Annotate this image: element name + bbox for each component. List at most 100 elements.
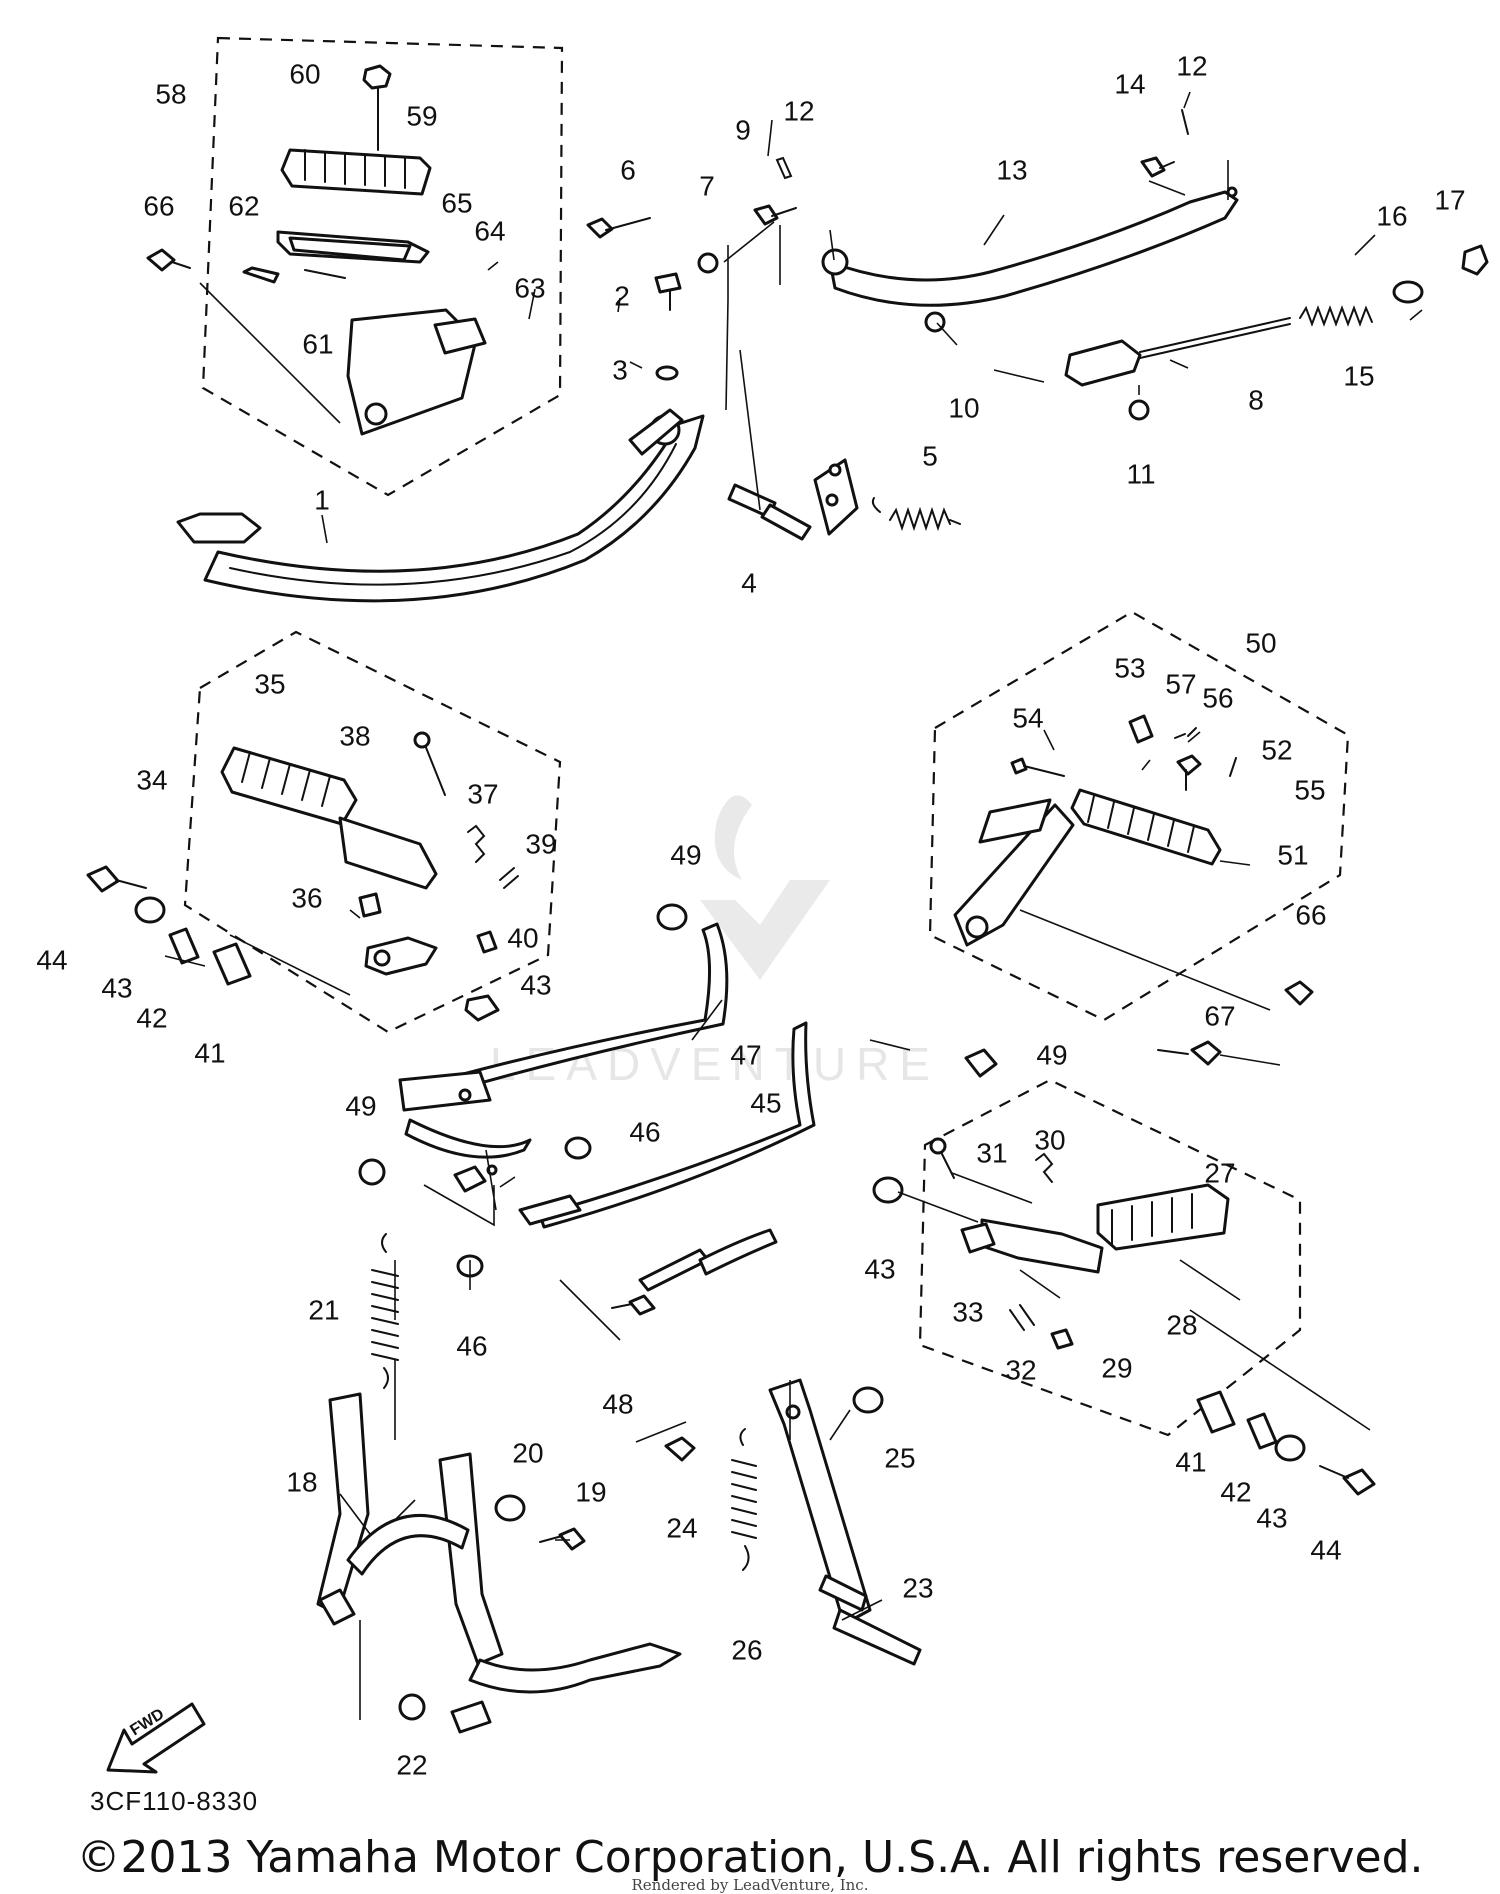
brake-pedal	[176, 408, 705, 603]
brake-shaft	[727, 458, 859, 541]
callouts: 1 2 3 4 5 6 7 8 9 10 11 12 12 13 14 15 1…	[36, 50, 1465, 1780]
callout-47: 47	[730, 1039, 761, 1070]
callout-64: 64	[474, 215, 505, 246]
callout-66a: 66	[143, 190, 174, 221]
callout-57: 57	[1165, 668, 1196, 699]
callout-43b: 43	[520, 969, 551, 1000]
callout-32: 32	[1005, 1354, 1036, 1385]
callout-42b: 42	[1220, 1476, 1251, 1507]
callout-15: 15	[1343, 360, 1374, 391]
fwd-arrow-icon: FWD	[106, 1702, 206, 1774]
callout-46b: 46	[456, 1330, 487, 1361]
callout-16: 16	[1376, 200, 1407, 231]
assembly-27-outline	[918, 1078, 1302, 1437]
callout-66b: 66	[1295, 899, 1326, 930]
callout-29: 29	[1101, 1352, 1132, 1383]
callout-27: 27	[1204, 1157, 1235, 1188]
step-frame-47	[398, 922, 729, 1159]
callout-20: 20	[512, 1437, 543, 1468]
frame-hardware	[358, 903, 998, 1316]
step-frame-45	[453, 1021, 816, 1292]
callout-14: 14	[1114, 68, 1145, 99]
callout-7: 7	[699, 170, 715, 201]
callout-65: 65	[441, 187, 472, 218]
callout-45: 45	[750, 1087, 781, 1118]
callout-55: 55	[1294, 774, 1325, 805]
callout-62: 62	[228, 190, 259, 221]
callout-25: 25	[884, 1442, 915, 1473]
callout-60: 60	[289, 58, 320, 89]
callout-23: 23	[902, 1572, 933, 1603]
callout-49b: 49	[1036, 1039, 1067, 1070]
callout-43c: 43	[864, 1253, 895, 1284]
diagram-code: 3CF110-8330	[90, 1786, 259, 1816]
callout-46a: 46	[629, 1116, 660, 1147]
brake-rod-8-and-spring-15	[1064, 305, 1373, 387]
callout-10: 10	[948, 392, 979, 423]
rendered-by-notice: Rendered by LeadVenture, Inc.	[631, 1876, 869, 1894]
callout-34: 34	[136, 764, 167, 795]
callout-31: 31	[976, 1137, 1007, 1168]
copyright-notice: ©2013 Yamaha Motor Corporation, U.S.A. A…	[76, 1832, 1424, 1883]
callout-67: 67	[1204, 1000, 1235, 1031]
callout-12b: 12	[1176, 50, 1207, 81]
callout-58: 58	[155, 78, 186, 109]
callout-13: 13	[996, 154, 1027, 185]
callout-3: 3	[612, 354, 628, 385]
watermark-logo	[700, 795, 830, 980]
callout-53: 53	[1114, 652, 1145, 683]
callout-2: 2	[614, 280, 630, 311]
callout-33: 33	[952, 1296, 983, 1327]
callout-50: 50	[1245, 627, 1276, 658]
callout-39: 39	[525, 828, 556, 859]
callout-63: 63	[514, 272, 545, 303]
side-stand-23	[768, 1378, 922, 1666]
callout-35: 35	[254, 668, 285, 699]
lower-hardware	[494, 1386, 884, 1551]
callout-49c: 49	[345, 1090, 376, 1121]
callout-1: 1	[314, 484, 330, 515]
callout-38: 38	[339, 720, 370, 751]
callout-41a: 41	[194, 1037, 225, 1068]
callout-42a: 42	[136, 1002, 167, 1033]
callout-52: 52	[1261, 734, 1292, 765]
callout-4: 4	[741, 567, 757, 598]
footrest-58	[146, 64, 487, 436]
callout-36: 36	[291, 882, 322, 913]
callout-43d: 43	[1256, 1502, 1287, 1533]
side-stand-spring-26	[731, 1428, 757, 1571]
callout-37: 37	[467, 778, 498, 809]
callout-17: 17	[1434, 184, 1465, 215]
callout-44a: 44	[36, 944, 67, 975]
callout-26: 26	[731, 1634, 762, 1665]
callout-12a: 12	[783, 95, 814, 126]
assembly-50-outline	[928, 610, 1350, 1022]
stand-spring-21	[371, 1233, 399, 1389]
callout-43a: 43	[101, 972, 132, 1003]
small-hardware-top	[586, 109, 1489, 421]
callout-44b: 44	[1310, 1534, 1341, 1565]
callout-61: 61	[302, 328, 333, 359]
callout-21: 21	[308, 1294, 339, 1325]
callout-5: 5	[922, 440, 938, 471]
callout-9: 9	[735, 114, 751, 145]
callout-11: 11	[1126, 458, 1155, 489]
callout-56: 56	[1202, 682, 1233, 713]
footrest-34	[220, 731, 519, 1022]
footrest-27	[929, 1137, 1376, 1496]
callout-41b: 41	[1175, 1446, 1206, 1477]
callout-51: 51	[1277, 839, 1308, 870]
leader-lines	[164, 91, 1423, 1720]
callout-49a: 49	[670, 839, 701, 870]
hardware-34-side	[86, 865, 252, 986]
watermark-text: LEADVENTURE	[490, 1038, 940, 1090]
callout-48: 48	[602, 1388, 633, 1419]
assembly-34-outline	[183, 630, 562, 1034]
assembly-58-outline	[201, 36, 564, 497]
callout-22: 22	[396, 1749, 427, 1780]
brake-rod-13	[821, 186, 1239, 307]
callout-6: 6	[620, 154, 636, 185]
footrest-50	[953, 714, 1314, 1066]
callout-24: 24	[666, 1512, 697, 1543]
